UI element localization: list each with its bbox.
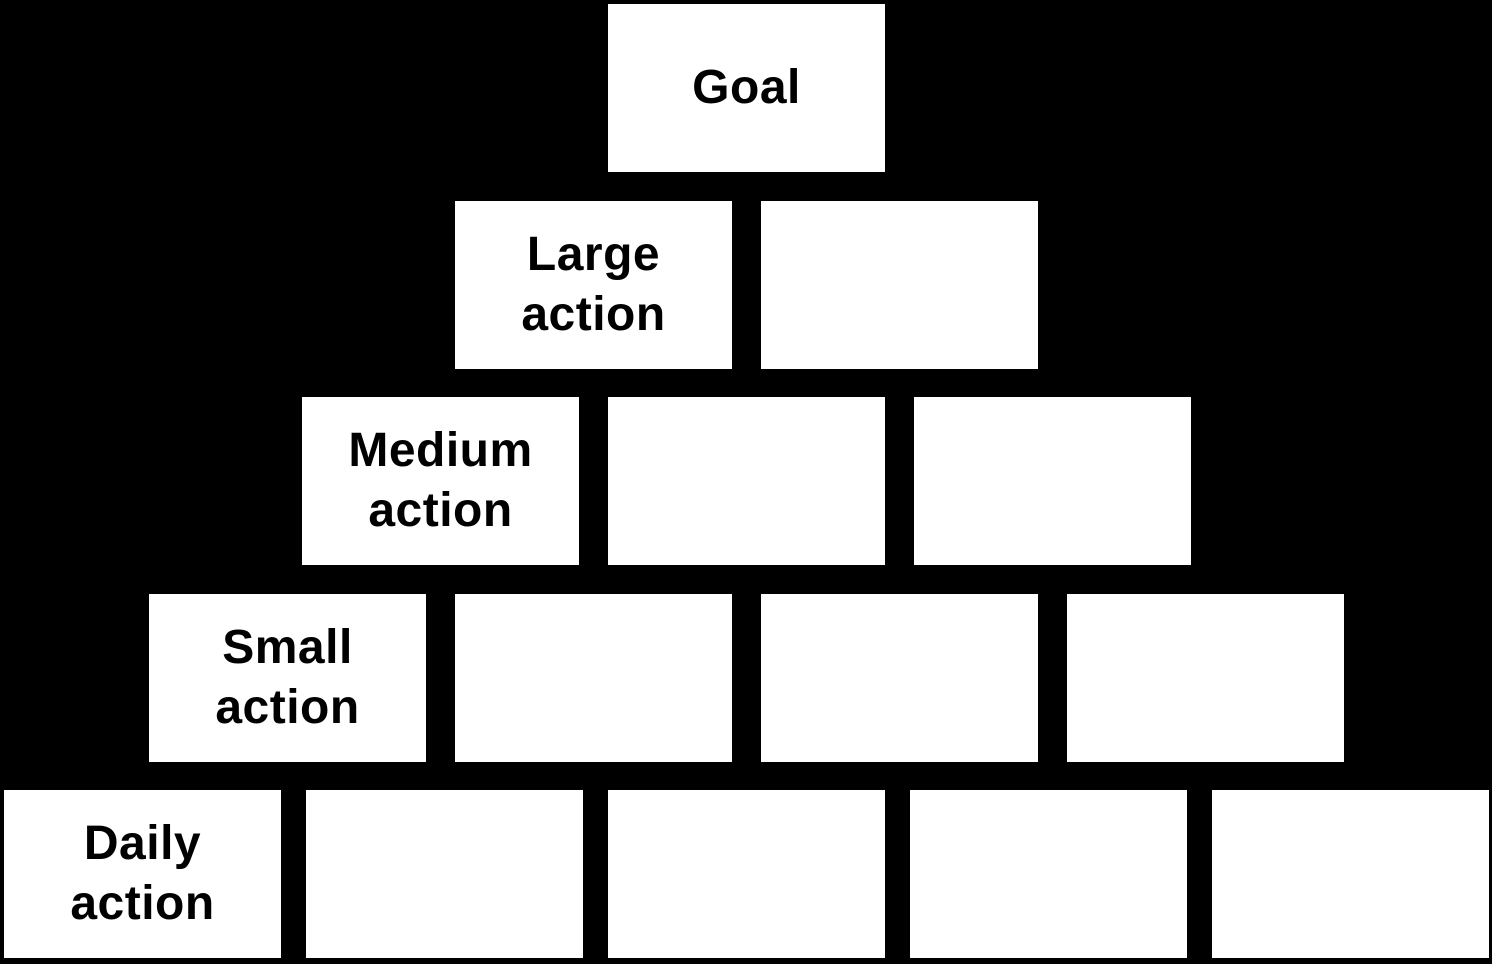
pyramid-row-medium-action: Medium action <box>4 397 1489 565</box>
pyramid-box-empty <box>761 593 1038 762</box>
pyramid-box-empty <box>761 200 1038 369</box>
pyramid-box-empty <box>608 790 885 958</box>
pyramid-box-empty <box>455 593 732 762</box>
pyramid-row-daily-action: Daily action <box>4 790 1489 958</box>
pyramid-box-small-action: Small action <box>149 593 426 762</box>
pyramid-box-large-action: Large action <box>455 200 732 369</box>
pyramid-row-small-action: Small action <box>4 593 1489 762</box>
pyramid-box-empty <box>914 397 1191 565</box>
pyramid-box-empty <box>306 790 583 958</box>
pyramid-box-empty <box>1212 790 1489 958</box>
pyramid-box-empty <box>1067 593 1344 762</box>
pyramid-box-medium-action: Medium action <box>302 397 579 565</box>
pyramid-row-goal: Goal <box>4 4 1489 172</box>
pyramid-box-daily-action: Daily action <box>4 790 281 958</box>
pyramid-box-empty <box>910 790 1187 958</box>
pyramid-box-empty <box>608 397 885 565</box>
pyramid-box-goal: Goal <box>608 4 885 172</box>
pyramid-row-large-action: Large action <box>4 200 1489 369</box>
